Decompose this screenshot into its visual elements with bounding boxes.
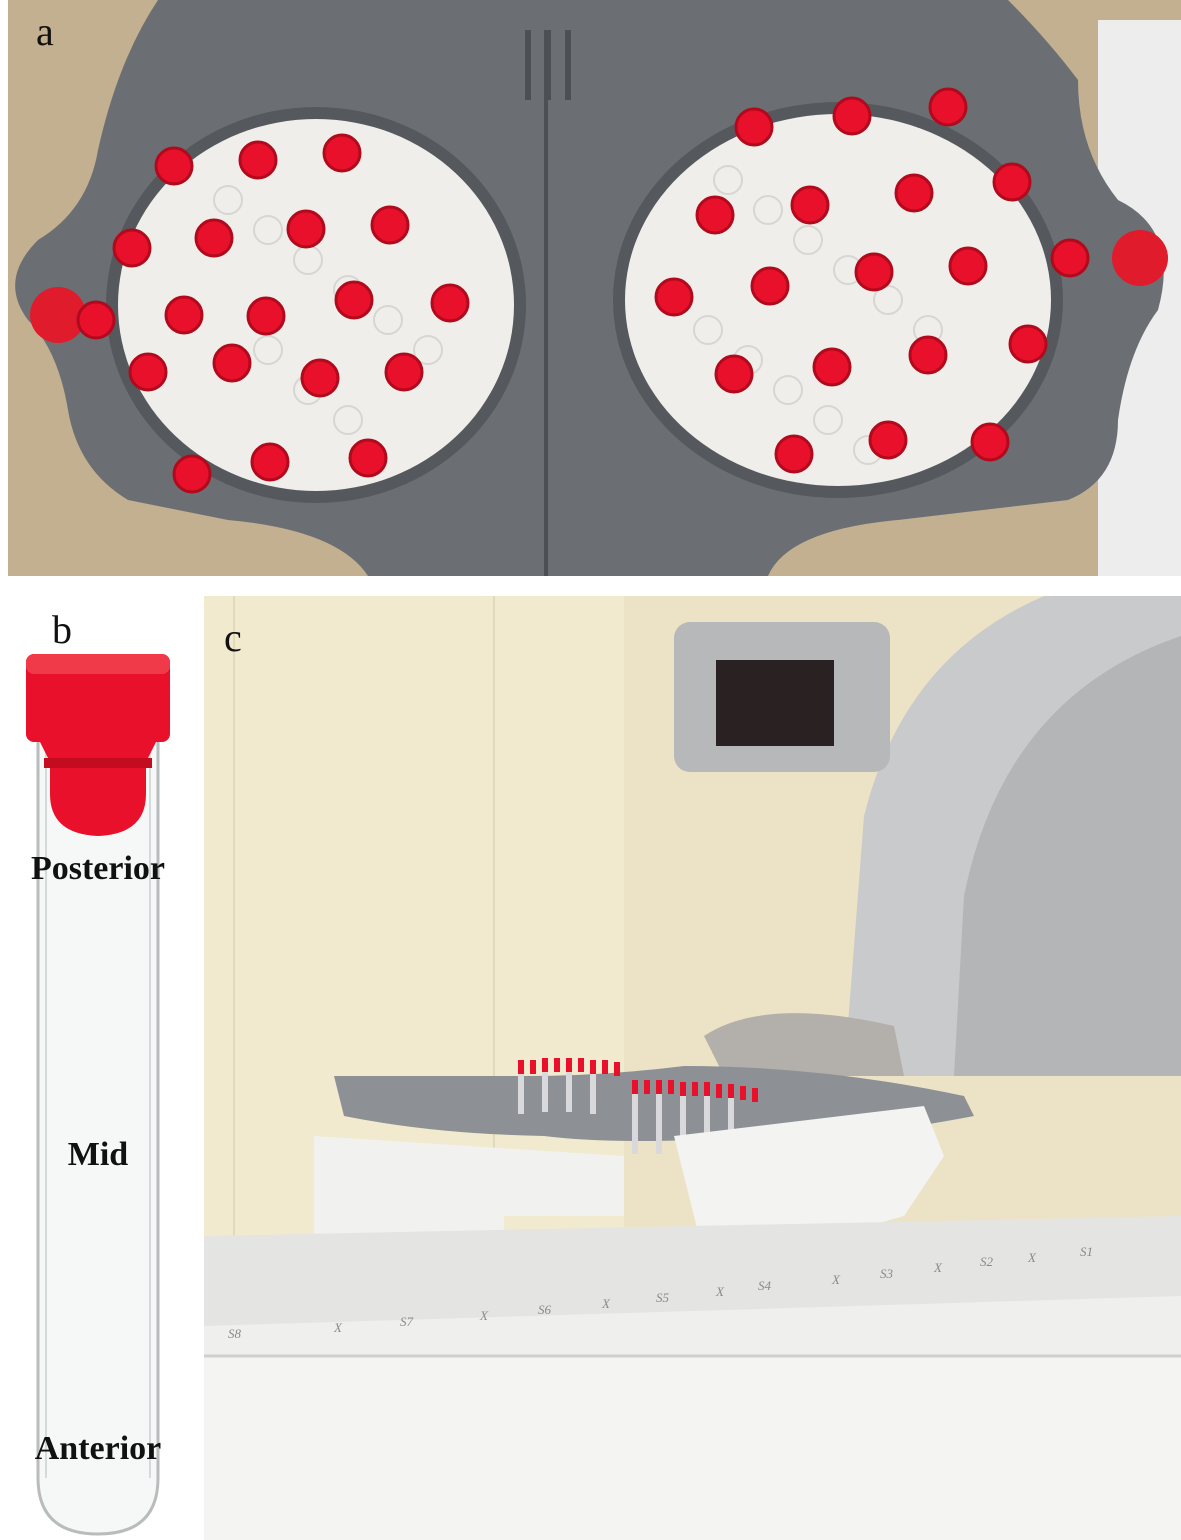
panel-b-letter: b [52,607,72,652]
rail-mark-4: S6 [538,1302,552,1317]
rail-mark-7: X [715,1284,725,1299]
rail-mark-6: S5 [656,1290,670,1305]
rail-mark-12: S2 [980,1254,994,1269]
rail-mark-3: X [479,1308,489,1323]
rail-mark-5: X [601,1296,611,1311]
rail-mark-14: S1 [1080,1244,1093,1259]
test-tube-image [0,598,196,1540]
panel-a-photo: a [8,0,1181,576]
rail-mark-9: X [831,1272,841,1287]
panel-b-photo: b Posterior Mid Anterior [0,598,196,1540]
panel-c-letter: c [224,615,242,660]
panel-a-letter: a [36,9,54,54]
posterior-label: Posterior [30,850,166,887]
rail-mark-2: S7 [400,1314,414,1329]
rail-mark-11: X [933,1260,943,1275]
rail-mark-13: X [1027,1250,1037,1265]
rail-mark-1: X [333,1320,343,1335]
rail-mark-0: S8 [228,1326,242,1341]
mri-scanner-image: S8 X S7 X S6 X S5 X S4 X S3 X S2 X S1 [204,596,1181,1540]
rail-mark-10: S3 [880,1266,894,1281]
rail-mark-8: S4 [758,1278,772,1293]
mid-label: Mid [67,1136,129,1173]
tube-holder-topview-image [8,0,1181,576]
panel-c-photo: S8 X S7 X S6 X S5 X S4 X S3 X S2 X S1 c [204,596,1181,1540]
anterior-label: Anterior [34,1430,162,1467]
